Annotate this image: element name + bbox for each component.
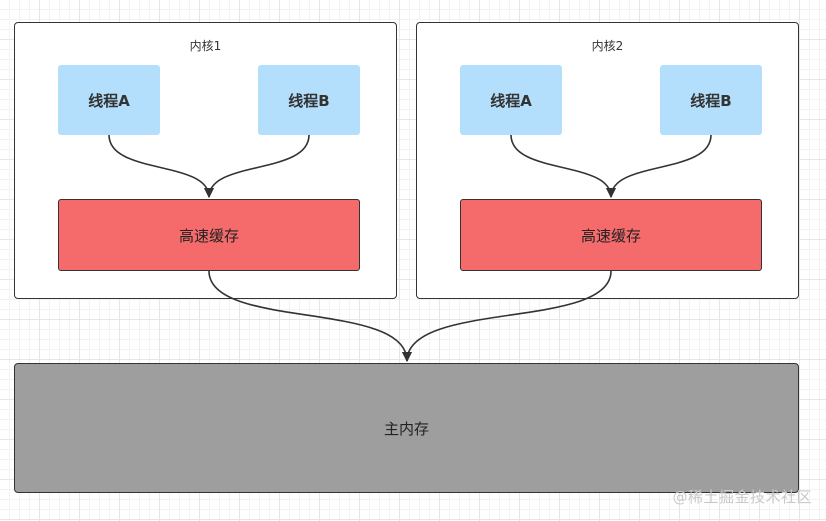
main-memory: 主内存 <box>14 363 799 493</box>
core-1-label: 内核1 <box>189 39 222 53</box>
core-2-thread-a: 线程A <box>460 65 562 135</box>
core-1-thread-b: 线程B <box>258 65 360 135</box>
core-1-cache: 高速缓存 <box>58 199 360 271</box>
watermark: @稀土掘金技术社区 <box>672 488 812 506</box>
core-1-thread-a: 线程A <box>58 65 160 135</box>
core-2-cache: 高速缓存 <box>460 199 762 271</box>
core-2-label: 内核2 <box>591 39 624 53</box>
core-2-thread-b: 线程B <box>660 65 762 135</box>
